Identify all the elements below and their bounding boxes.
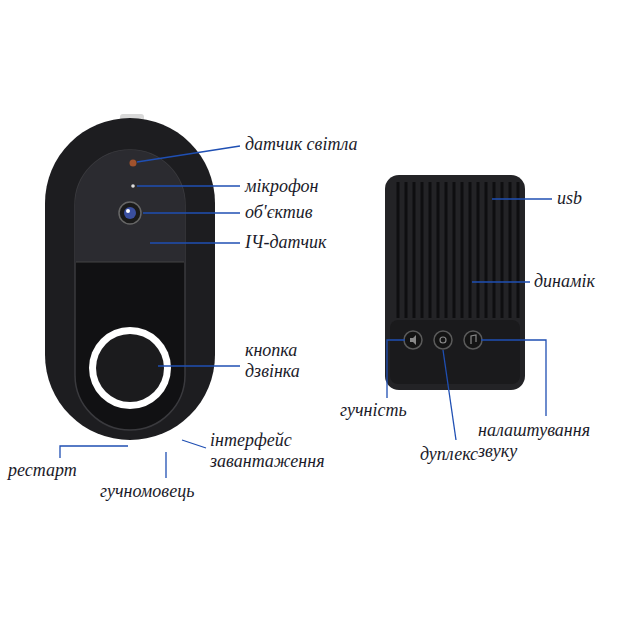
light-sensor — [130, 160, 137, 167]
part-label: датчик світла — [245, 134, 357, 155]
part-label: дуплекс — [420, 444, 478, 465]
part-label: рестарт — [8, 460, 77, 481]
lens-glint — [126, 209, 130, 213]
part-label: мікрофон — [245, 176, 318, 197]
doorbell-button — [96, 334, 164, 402]
volume-button — [404, 331, 422, 349]
duplex-icon — [440, 337, 446, 343]
lens-glass — [124, 207, 136, 219]
volume-icon — [410, 335, 416, 345]
panel-seam — [76, 262, 184, 263]
button-ring — [89, 327, 171, 409]
duplex-button — [434, 331, 452, 349]
part-label: налаштування звуку — [478, 420, 618, 462]
part-label: інтерфейс завантаження — [210, 430, 360, 472]
part-label: кнопка дзвінка — [245, 340, 340, 382]
lens-ring — [119, 202, 141, 224]
part-label: гучність — [340, 400, 407, 421]
sound-button — [464, 331, 482, 349]
part-label: динамік — [534, 271, 595, 292]
doorbell-body — [45, 118, 215, 440]
camera-panel — [75, 150, 185, 262]
part-label: usb — [557, 188, 582, 209]
chime-front — [390, 320, 520, 384]
chime-ridges — [398, 182, 518, 318]
part-label: об'єктив — [245, 202, 313, 223]
part-label: гучномовець — [100, 481, 194, 502]
microphone-hole — [131, 184, 135, 188]
doorbell-face — [75, 150, 185, 430]
note-icon — [471, 335, 476, 344]
part-label: ІЧ-датчик — [245, 232, 327, 253]
